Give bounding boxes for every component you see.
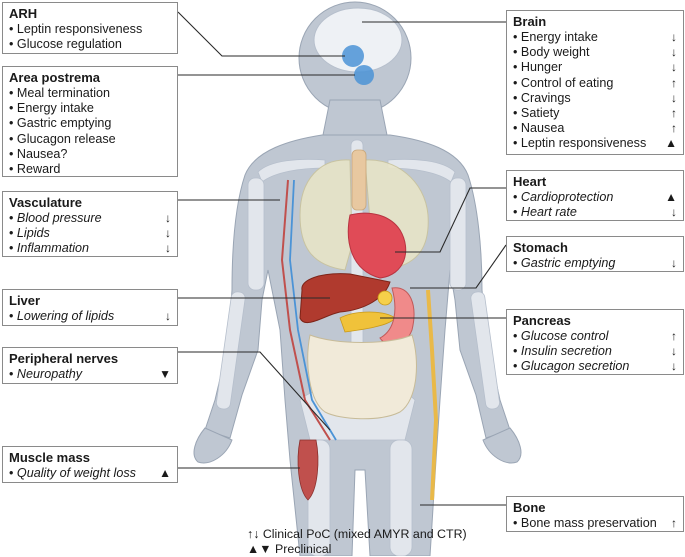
- list-item: • Nausea↑: [513, 121, 677, 136]
- legend-preclinical: ▲▼ Preclinical: [247, 542, 332, 556]
- muscle-mass-box: Muscle mass • Quality of weight loss▲: [2, 446, 178, 483]
- triangle-up-icon: ▲: [665, 136, 677, 151]
- list-item: • Bone mass preservation↑: [513, 516, 677, 530]
- list-item: • Quality of weight loss▲: [9, 466, 171, 480]
- list-item: • Gastric emptying↓: [513, 256, 677, 270]
- list-item: • Lowering of lipids↓: [9, 309, 171, 323]
- bone-title: Bone: [513, 500, 546, 515]
- vein: [289, 179, 337, 441]
- liver-title: Liver: [9, 293, 41, 308]
- heart-box: Heart • Cardioprotection▲ • Heart rate↓: [506, 170, 684, 221]
- list-item: • Cravings↓: [513, 90, 677, 105]
- list-item: • Gastric emptying: [9, 116, 112, 131]
- spinal-nerve: [426, 289, 439, 501]
- list-item: • Lipids↓: [9, 226, 171, 241]
- triangle-up-icon: ▲: [159, 466, 171, 480]
- list-item: • Glucagon secretion↓: [513, 359, 677, 374]
- list-item: • Cardioprotection▲: [513, 190, 677, 204]
- up-arrow-icon: ↑: [671, 106, 677, 121]
- list-item: • Inflammation↓: [9, 241, 171, 256]
- list-item: • Glucagon release: [9, 131, 116, 146]
- peripheral-nerves-title: Peripheral nerves: [9, 351, 119, 366]
- down-arrow-icon: ↓: [671, 30, 677, 44]
- stomach-box: Stomach • Gastric emptying↓: [506, 236, 684, 272]
- area-postrema-title: Area postrema: [9, 70, 101, 85]
- down-arrow-icon: ↓: [165, 309, 171, 323]
- down-arrow-icon: ↓: [671, 359, 677, 374]
- peripheral-nerves-box: Peripheral nerves • Neuropathy▼: [2, 347, 178, 384]
- down-arrow-icon: ↓: [671, 256, 677, 270]
- list-item: • Glucose control↑: [513, 329, 677, 343]
- area-postrema-box: Area postrema • Meal termination • Energ…: [2, 66, 178, 177]
- down-arrow-icon: ↓: [165, 211, 171, 225]
- legend: ↑↓ Clinical PoC (mixed AMYR and CTR) ▲▼ …: [247, 527, 467, 557]
- list-item: • Control of eating↑: [513, 75, 677, 90]
- list-item: • Glucose regulation: [9, 37, 122, 52]
- list-item: • Insulin secretion↓: [513, 344, 677, 359]
- triangle-down-icon: ▼: [159, 367, 171, 381]
- intestines: [307, 334, 417, 420]
- up-arrow-icon: ↑: [671, 329, 677, 343]
- down-arrow-icon: ↓: [671, 90, 677, 105]
- heart-title: Heart: [513, 174, 547, 189]
- pancreas-title: Pancreas: [513, 313, 571, 328]
- list-item: • Leptin responsiveness▲: [513, 136, 677, 151]
- list-item: • Body weight↓: [513, 45, 677, 60]
- triangle-up-icon: ▲: [665, 190, 677, 204]
- list-item: • Energy intake↓: [513, 30, 677, 44]
- list-item: • Blood pressure↓: [9, 211, 171, 225]
- down-arrow-icon: ↓: [165, 226, 171, 241]
- up-arrow-icon: ↑: [671, 75, 677, 90]
- down-arrow-icon: ↓: [671, 205, 677, 220]
- stomach-title: Stomach: [513, 240, 568, 255]
- leader-lines: [177, 11, 507, 506]
- list-item: • Energy intake: [9, 101, 94, 116]
- up-arrow-icon: ↑: [671, 121, 677, 136]
- list-item: • Heart rate↓: [513, 205, 677, 220]
- down-arrow-icon: ↓: [671, 344, 677, 359]
- trachea: [351, 149, 367, 211]
- list-item: • Reward: [9, 162, 61, 177]
- up-arrow-icon: ↑: [671, 516, 677, 530]
- down-arrow-icon: ↓: [671, 60, 677, 75]
- down-arrow-icon: ↓: [671, 45, 677, 60]
- list-item: • Meal termination: [9, 86, 111, 100]
- list-item: • Satiety↑: [513, 106, 677, 121]
- arh-title: ARH: [9, 6, 38, 21]
- list-item: • Hunger↓: [513, 60, 677, 75]
- liver: [299, 273, 391, 324]
- liver-box: Liver • Lowering of lipids↓: [2, 289, 178, 326]
- muscle-mass-title: Muscle mass: [9, 450, 90, 465]
- list-item: • Neuropathy▼: [9, 367, 171, 381]
- vasculature-box: Vasculature • Blood pressure↓ • Lipids↓ …: [2, 191, 178, 257]
- artery: [280, 179, 331, 441]
- arh-box: ARH • Leptin responsiveness • Glucose re…: [2, 2, 178, 54]
- list-item: • Leptin responsiveness: [9, 22, 143, 36]
- adipose: [377, 290, 393, 306]
- legend-clinical: ↑↓ Clinical PoC (mixed AMYR and CTR): [247, 527, 467, 541]
- vasculature-title: Vasculature: [9, 195, 82, 210]
- bone-box: Bone • Bone mass preservation↑: [506, 496, 684, 532]
- pancreas-box: Pancreas • Glucose control↑ • Insulin se…: [506, 309, 684, 375]
- brain-box: Brain • Energy intake↓ • Body weight↓ • …: [506, 10, 684, 155]
- down-arrow-icon: ↓: [165, 241, 171, 256]
- brain-title: Brain: [513, 14, 547, 29]
- list-item: • Nausea?: [9, 146, 68, 161]
- muscle: [297, 439, 319, 501]
- heart: [347, 212, 407, 279]
